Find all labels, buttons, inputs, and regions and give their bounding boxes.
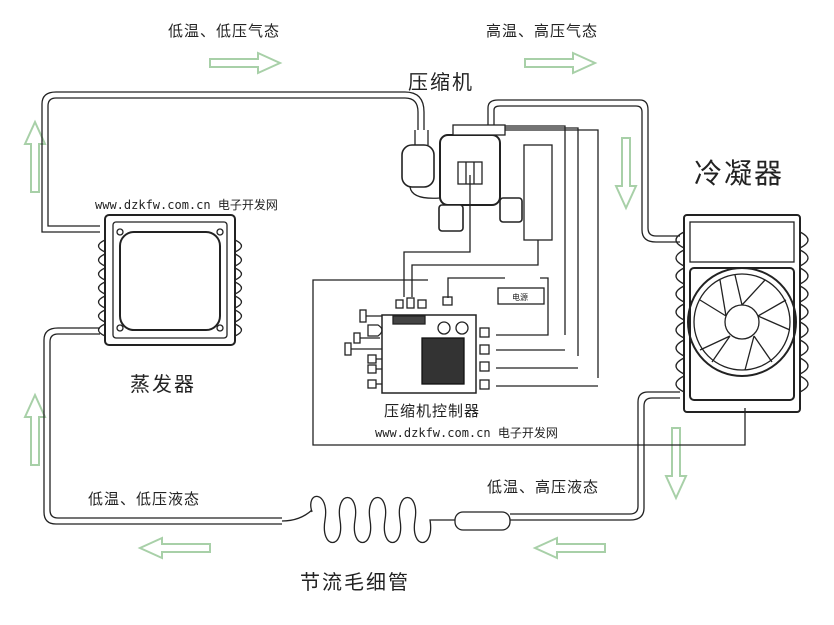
wire — [312, 279, 746, 446]
discharge-pipe — [487, 99, 680, 243]
vertical-component-box — [523, 144, 553, 241]
power-box — [497, 287, 545, 305]
flow-arrow-left — [139, 537, 211, 559]
state-label-low-temp-low-pressure-gas: 低温、低压气态 — [168, 22, 281, 40]
state-label-low-temp-high-pressure-liquid: 低温、高压液态 — [487, 478, 600, 496]
evaporator-label: 蒸发器 — [130, 372, 196, 396]
flow-arrow-left — [534, 537, 606, 559]
condenser-label: 冷凝器 — [694, 157, 785, 190]
capillary-outlet-pipe — [43, 327, 282, 525]
capillary-tube — [281, 495, 511, 544]
flow-arrow-down — [665, 427, 687, 499]
suction-pipe — [41, 91, 425, 233]
watermark-text: www.dzkfw.com.cn 电子开发网 — [375, 426, 558, 440]
compressor-label: 压缩机 — [408, 70, 474, 94]
filter-drier — [454, 511, 511, 531]
flow-arrow-right — [209, 52, 281, 74]
capillary-label: 节流毛细管 — [300, 570, 410, 594]
wire — [411, 240, 539, 297]
fan-icon — [687, 267, 797, 377]
wire — [403, 175, 471, 297]
flow-arrow-up — [24, 394, 46, 466]
state-label-low-temp-low-pressure-liquid: 低温、低压液态 — [88, 490, 201, 508]
compressor — [401, 124, 599, 378]
watermark-text: www.dzkfw.com.cn 电子开发网 — [95, 198, 278, 212]
wire — [496, 349, 598, 387]
state-label-high-temp-high-pressure-gas: 高温、高压气态 — [486, 22, 599, 40]
liquid-pipe — [510, 391, 680, 521]
evaporator-coils — [97, 239, 243, 337]
power-box-label: 电源 — [512, 292, 528, 302]
evaporator — [97, 214, 243, 346]
wire — [447, 277, 549, 336]
flow-arrow-right — [524, 52, 596, 74]
controller-board — [344, 296, 490, 394]
accumulator — [401, 144, 435, 188]
flow-arrow-down — [615, 137, 637, 209]
controller-label: 压缩机控制器 — [384, 402, 481, 420]
condenser — [675, 214, 809, 413]
